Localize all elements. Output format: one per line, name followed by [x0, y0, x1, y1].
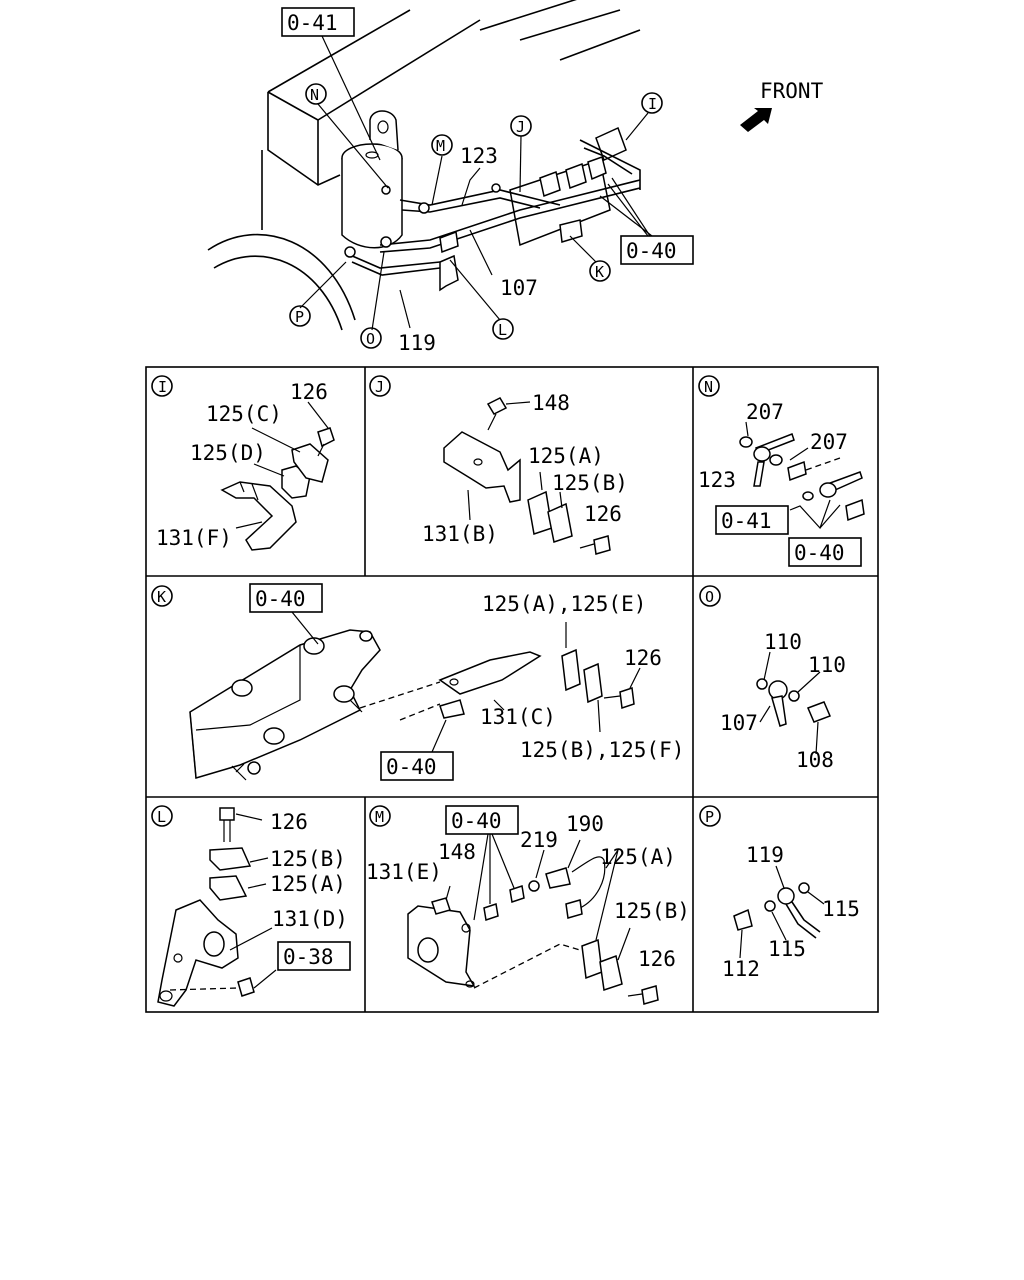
- panel-m-131e: 131(E): [366, 860, 442, 884]
- panel-l-131d: 131(D): [272, 907, 348, 931]
- callout-circle-n: [305, 83, 327, 105]
- front-label: FRONT: [760, 79, 824, 103]
- panel-i-letter: I: [158, 378, 167, 396]
- panel-j-148: 148: [532, 391, 570, 415]
- overview-drawing: [207, 0, 772, 331]
- panel-k-circle: [151, 585, 173, 607]
- part-123-label: 123: [460, 144, 498, 168]
- ref-0-40-label: 0-40: [626, 239, 677, 263]
- detail-grid: [145, 366, 879, 1013]
- callout-l-letter: L: [498, 321, 507, 339]
- panel-n-ref040: 0-40: [794, 541, 845, 565]
- panel-p-115b: 115: [768, 937, 806, 961]
- panel-k-131c: 131(C): [480, 705, 556, 729]
- panel-p: P 119 115 115 112: [699, 805, 860, 981]
- panel-k-125bf: 125(B),125(F): [520, 738, 684, 762]
- callout-o-letter: O: [366, 330, 375, 348]
- panel-j-125a: 125(A): [528, 444, 604, 468]
- panel-k: K 0-40 0-40 125(A),125(E) 126 131(C) 125…: [151, 583, 684, 781]
- panel-l-letter: L: [157, 808, 166, 826]
- panel-o: O 110 110 107 108: [699, 585, 846, 772]
- panel-i-131f: 131(F): [156, 526, 232, 550]
- panel-i-circle: [151, 375, 173, 397]
- callout-circle-l: [492, 318, 514, 340]
- panel-n-circle: [698, 375, 720, 397]
- panel-l-125a: 125(A): [270, 872, 346, 896]
- panel-l-126: 126: [270, 810, 308, 834]
- callout-circle-j: [510, 115, 532, 137]
- panel-n: N 207 207 123 0-41 0-40: [698, 375, 865, 567]
- panel-k-126: 126: [624, 646, 662, 670]
- panel-k-ref040b: 0-40: [386, 755, 437, 779]
- panel-l: L 126 125(B) 125(A) 131(D) 0-38: [151, 805, 351, 1007]
- panel-j-letter: J: [375, 378, 384, 396]
- panel-j-circle: [369, 375, 391, 397]
- panel-m-126: 126: [638, 947, 676, 971]
- callout-p-letter: P: [295, 308, 304, 326]
- panel-p-119: 119: [746, 843, 784, 867]
- panel-i-125c: 125(C): [206, 402, 282, 426]
- panel-j-126: 126: [584, 502, 622, 526]
- panel-l-circle: [151, 805, 173, 827]
- part-107-label: 107: [500, 276, 538, 300]
- panel-l-ref038: 0-38: [283, 945, 334, 969]
- overview-labels: FRONT 0-41 0-40 123 107 119 N M J I K L …: [281, 7, 824, 355]
- panel-j-131b: 131(B): [422, 522, 498, 546]
- panel-p-circle: [699, 805, 721, 827]
- panel-m-148: 148: [438, 840, 476, 864]
- callout-circle-i: [641, 92, 663, 114]
- panel-i-126: 126: [290, 380, 328, 404]
- panel-i-125d: 125(D): [190, 441, 266, 465]
- panel-l-125b: 125(B): [270, 847, 346, 871]
- panel-o-108: 108: [796, 748, 834, 772]
- panel-o-107: 107: [720, 711, 758, 735]
- panel-k-ref040a: 0-40: [255, 587, 306, 611]
- panel-n-207b: 207: [810, 430, 848, 454]
- panel-m: M 0-40 190 148 219 125(A) 131(E) 125(B) …: [366, 805, 690, 1005]
- part-119-label: 119: [398, 331, 436, 355]
- callout-k-letter: K: [595, 263, 604, 281]
- callout-circle-o: [360, 327, 382, 349]
- ref-0-41-label: 0-41: [287, 11, 338, 35]
- panel-n-ref041: 0-41: [721, 509, 772, 533]
- panel-i: I 126 125(C) 125(D) 131(F): [151, 375, 335, 551]
- ref-box-0-40: [620, 235, 694, 265]
- panel-m-219: 219: [520, 828, 558, 852]
- callout-circle-m: [431, 134, 453, 156]
- panel-k-125ae: 125(A),125(E): [482, 592, 646, 616]
- panel-m-letter: M: [375, 808, 384, 826]
- panel-o-110b: 110: [808, 653, 846, 677]
- callout-m-letter: M: [436, 137, 445, 155]
- ref-box-0-41: [281, 7, 355, 37]
- panel-p-112: 112: [722, 957, 760, 981]
- panel-k-letter: K: [157, 588, 166, 606]
- panel-m-ref040: 0-40: [451, 809, 502, 833]
- panel-j-125b: 125(B): [552, 471, 628, 495]
- callout-n-letter: N: [310, 86, 319, 104]
- panel-m-125b: 125(B): [614, 899, 690, 923]
- panel-n-123: 123: [698, 468, 736, 492]
- panel-m-190: 190: [566, 812, 604, 836]
- panel-o-circle: [699, 585, 721, 607]
- panel-p-115a: 115: [822, 897, 860, 921]
- callout-j-letter: J: [516, 118, 525, 136]
- panel-o-letter: O: [705, 588, 714, 606]
- callout-i-letter: I: [648, 95, 657, 113]
- panel-j: J 148 125(A) 125(B) 126 131(B): [369, 375, 628, 555]
- callout-circle-p: [289, 305, 311, 327]
- front-arrow-icon: [740, 108, 772, 132]
- callout-circle-k: [589, 260, 611, 282]
- panel-n-letter: N: [704, 378, 713, 396]
- panel-p-letter: P: [705, 808, 714, 826]
- panel-n-207a: 207: [746, 400, 784, 424]
- panel-m-125a: 125(A): [600, 845, 676, 869]
- panel-m-circle: [369, 805, 391, 827]
- panel-o-110a: 110: [764, 630, 802, 654]
